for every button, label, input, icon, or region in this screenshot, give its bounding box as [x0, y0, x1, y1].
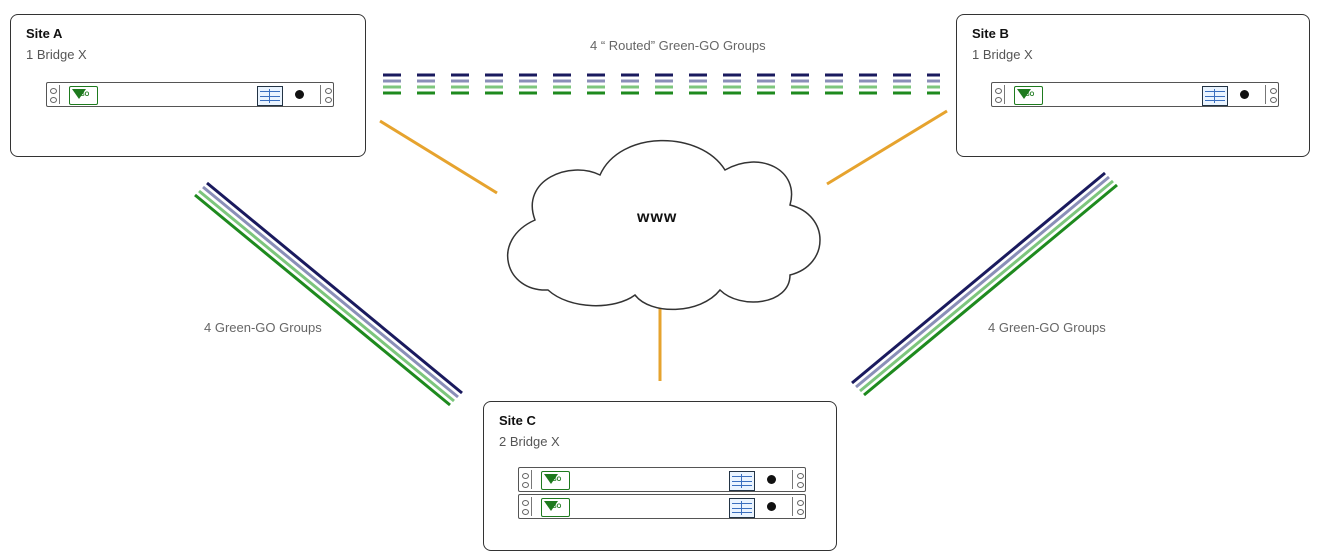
- group-line-2: [855, 175, 1110, 389]
- bridge-x-device: GO: [991, 82, 1279, 107]
- site-b-to-c-group-lines: [851, 171, 1118, 397]
- routed-groups-label: 4 “ Routed” Green-GO Groups: [590, 38, 766, 53]
- site-a-to-c-group-lines: [194, 181, 463, 407]
- rack-ear-left: [519, 470, 532, 489]
- bridge-x-device: GO: [46, 82, 334, 107]
- rack-ear-left: [992, 85, 1005, 104]
- site-b-box: Site B 1 Bridge X GO: [956, 14, 1310, 157]
- network-diagram-canvas: [194, 73, 1118, 407]
- device-knob-icon: [767, 502, 776, 511]
- group-line-1: [206, 181, 463, 395]
- group-line-3: [198, 189, 455, 403]
- group-line-4: [863, 183, 1118, 397]
- group-line-2: [202, 185, 459, 399]
- green-go-logo-icon: GO: [541, 471, 570, 490]
- rack-ear-right: [320, 85, 333, 104]
- internet-cloud: [507, 139, 821, 311]
- routed-group-dashed-lines: [383, 73, 940, 95]
- site-a-box: Site A 1 Bridge X GO: [10, 14, 366, 157]
- rack-ear-right: [792, 497, 805, 516]
- rack-ear-right: [1265, 85, 1278, 104]
- site-a-subtitle: 1 Bridge X: [26, 47, 87, 62]
- internet-link-site-a: [379, 119, 498, 195]
- group-line-4: [194, 193, 451, 407]
- internet-links: [379, 109, 948, 381]
- group-line-1: [851, 171, 1106, 385]
- site-c-box: Site C 2 Bridge X GO GO: [483, 401, 837, 551]
- device-screen: [257, 86, 283, 106]
- bridge-x-device: GO: [518, 467, 806, 492]
- device-knob-icon: [295, 90, 304, 99]
- site-c-subtitle: 2 Bridge X: [499, 434, 560, 449]
- green-go-logo-icon: GO: [541, 498, 570, 517]
- site-b-title: Site B: [972, 26, 1009, 41]
- site-b-subtitle: 1 Bridge X: [972, 47, 1033, 62]
- site-c-title: Site C: [499, 413, 536, 428]
- rack-ear-left: [47, 85, 60, 104]
- internet-link-site-b: [826, 109, 948, 186]
- site-a-title: Site A: [26, 26, 63, 41]
- green-go-logo-icon: GO: [1014, 86, 1043, 105]
- green-go-logo-icon: GO: [69, 86, 98, 105]
- device-knob-icon: [767, 475, 776, 484]
- device-screen: [729, 498, 755, 518]
- group-line-3: [859, 179, 1114, 393]
- cloud-label: www: [637, 209, 678, 226]
- rack-ear-left: [519, 497, 532, 516]
- rack-ear-right: [792, 470, 805, 489]
- site-a-c-groups-label: 4 Green-GO Groups: [204, 320, 322, 335]
- device-knob-icon: [1240, 90, 1249, 99]
- bridge-x-device: GO: [518, 494, 806, 519]
- device-screen: [729, 471, 755, 491]
- site-b-c-groups-label: 4 Green-GO Groups: [988, 320, 1106, 335]
- device-screen: [1202, 86, 1228, 106]
